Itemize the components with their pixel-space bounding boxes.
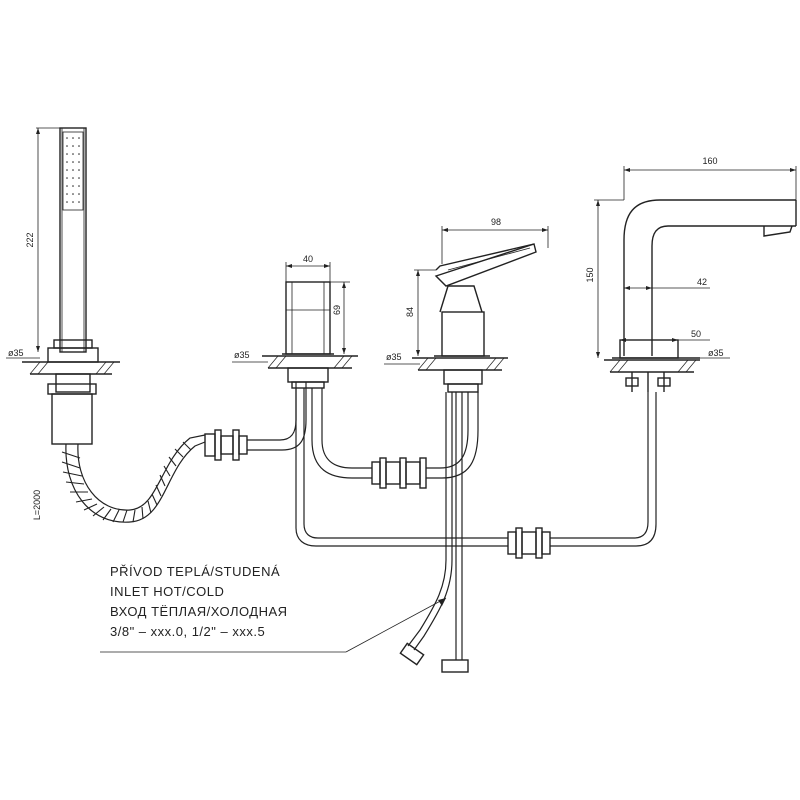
dim-hole-mixer: ø35	[386, 352, 402, 362]
supply-pipes	[295, 388, 657, 673]
deck-spout	[604, 359, 700, 373]
mixer: 98 84 ø35	[384, 217, 549, 393]
dim-diverter-height: 69	[332, 305, 342, 315]
flexible-hose	[61, 382, 307, 523]
note-line-3: ВХОД ТЁПЛАЯ/ХОЛОДНАЯ	[110, 604, 288, 619]
spray-face	[62, 131, 84, 211]
dim-mixer-width: 98	[491, 217, 501, 227]
inlet-note: PŘÍVOD TEPLÁ/STUDENÁ INLET HOT/COLD ВХОД…	[100, 564, 447, 653]
dim-hole-diverter: ø35	[234, 350, 250, 360]
dim-mixer-height: 84	[405, 307, 415, 317]
handshower: 222 ø35 L=2000	[6, 127, 120, 520]
dim-hose-length: L=2000	[32, 490, 42, 520]
dim-hole-left: ø35	[8, 348, 24, 358]
deck-diverter	[262, 355, 358, 369]
note-line-1: PŘÍVOD TEPLÁ/STUDENÁ	[110, 564, 280, 579]
dim-hole-spout: ø35	[708, 348, 724, 358]
dim-spout-inner: 42	[697, 277, 707, 287]
dim-spout-height: 150	[585, 267, 595, 282]
diverter: 40 69 ø35	[232, 254, 358, 389]
deck-mixer	[412, 357, 508, 371]
note-line-4: 3/8" – xxx.0, 1/2" – xxx.5	[110, 624, 265, 639]
dim-spout-base: 50	[691, 329, 701, 339]
spout: 160 150 42 50 ø35	[585, 156, 797, 392]
dim-spout-reach: 160	[702, 156, 717, 166]
note-line-2: INLET HOT/COLD	[110, 584, 224, 599]
dim-diverter-width: 40	[303, 254, 313, 264]
deck-left	[22, 361, 120, 375]
dim-handshower-length: 222	[25, 232, 35, 247]
